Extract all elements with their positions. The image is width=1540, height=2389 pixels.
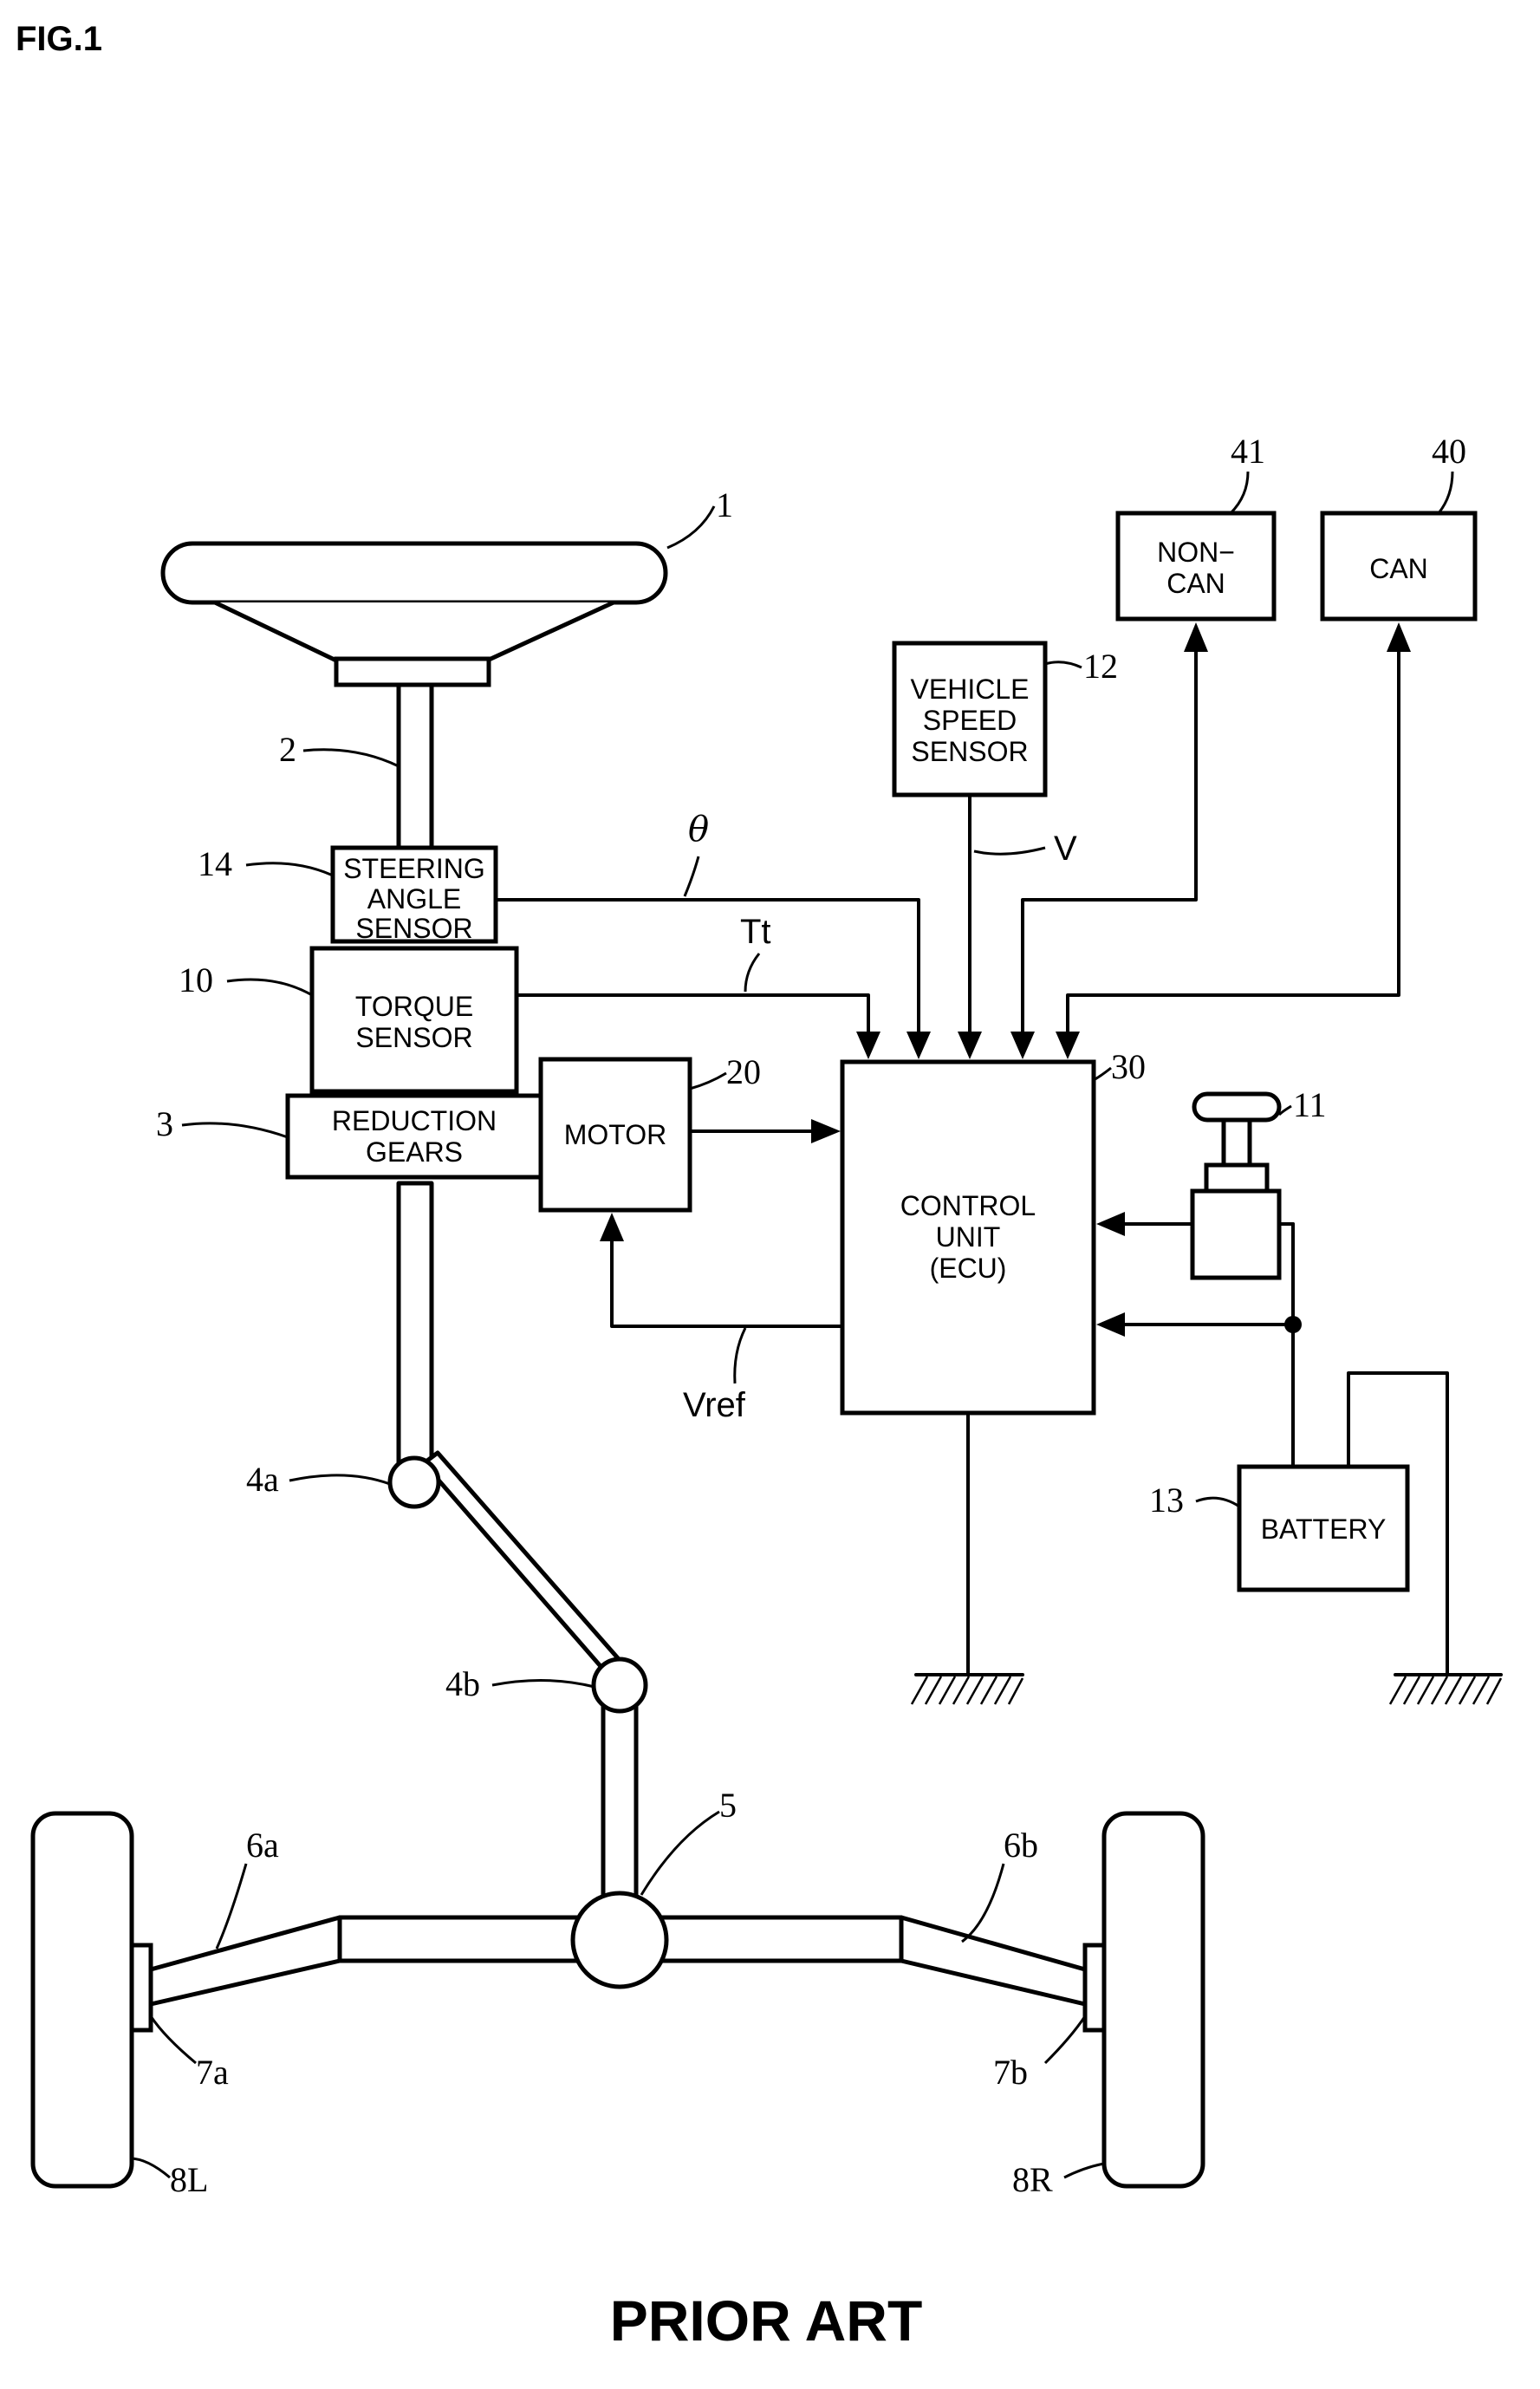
vehicle-speed-sensor-line1: VEHICLE (911, 674, 1030, 705)
battery: BATTERY (1239, 1467, 1407, 1590)
steering-angle-sensor-line1: STEERING (343, 853, 485, 884)
pinion-shaft (603, 1697, 636, 1898)
vehicle-speed-sensor-line3: SENSOR (911, 736, 1028, 767)
ref-30: 30 (1111, 1047, 1146, 1086)
arrow-battery (1096, 1312, 1125, 1337)
can-block: CAN (1322, 513, 1475, 619)
arrow-v (958, 1032, 982, 1059)
universal-joint-4b (594, 1659, 646, 1711)
ref-11: 11 (1293, 1085, 1327, 1124)
tie-rod-6b (901, 1917, 1085, 2004)
non-can-line (1023, 652, 1196, 1032)
ref-14: 14 (198, 844, 232, 883)
theta-line (496, 900, 919, 1032)
reduction-gears-line2: GEARS (366, 1136, 463, 1168)
non-can-line1: NON− (1157, 537, 1235, 568)
ref-41: 41 (1231, 432, 1265, 471)
ref-5: 5 (719, 1786, 737, 1825)
battery-label: BATTERY (1261, 1513, 1387, 1545)
arrow-non-can-in (1010, 1032, 1035, 1059)
ref-4b: 4b (445, 1664, 480, 1703)
steering-wheel-spokes (215, 602, 614, 661)
vref-line (612, 1241, 842, 1326)
ground-symbol-ecu (912, 1675, 1023, 1704)
ref-6b: 6b (1004, 1826, 1038, 1865)
ref-4a: 4a (246, 1460, 279, 1499)
junction-dot (1284, 1316, 1302, 1333)
steering-angle-sensor-line2: ANGLE (367, 883, 461, 915)
figure-label: FIG.1 (16, 20, 102, 58)
ref-6a: 6a (246, 1826, 279, 1865)
arrow-tt (856, 1032, 880, 1059)
control-unit-ecu: CONTROL UNIT (ECU) (842, 1062, 1094, 1413)
torque-sensor: TORQUE SENSOR (312, 948, 517, 1091)
arrow-motor-to-ecu (811, 1119, 841, 1143)
ref-12: 12 (1083, 647, 1118, 686)
control-unit-line3: (ECU) (930, 1253, 1007, 1284)
ignition-key-icon (1192, 1094, 1279, 1278)
ref-13: 13 (1149, 1481, 1184, 1520)
universal-joint-4a (390, 1458, 439, 1507)
tie-rod-6a (151, 1917, 340, 2004)
speed-signal-leader (974, 848, 1045, 854)
torque-line (517, 995, 868, 1032)
steering-hub (336, 659, 489, 685)
theta-label: θ (688, 810, 709, 849)
vref-signal-leader (735, 1328, 745, 1383)
hub-7b (1085, 1945, 1104, 2030)
column-shaft-upper (399, 685, 432, 848)
ref-7a: 7a (196, 2053, 229, 2092)
vehicle-speed-sensor-line2: SPEED (923, 705, 1017, 736)
arrow-theta (906, 1032, 931, 1059)
speed-signal-label: V (1054, 830, 1077, 868)
arrow-to-can (1387, 622, 1411, 652)
ref-7b: 7b (993, 2053, 1028, 2092)
ref-1: 1 (716, 485, 733, 524)
motor: MOTOR (541, 1059, 690, 1210)
vref-signal-label: Vref (683, 1386, 746, 1424)
ref-40: 40 (1432, 432, 1466, 471)
vehicle-speed-sensor: VEHICLE SPEED SENSOR (894, 643, 1045, 795)
reduction-gears-line1: REDUCTION (332, 1105, 497, 1136)
hub-7a (132, 1945, 151, 2030)
column-shaft-lower (399, 1183, 432, 1474)
theta-leader (685, 856, 699, 896)
pinion-gear (573, 1893, 666, 1987)
can-label: CAN (1369, 553, 1428, 584)
reduction-gears: REDUCTION GEARS (288, 1096, 541, 1177)
steering-wheel (163, 544, 666, 602)
non-can-line2: CAN (1166, 568, 1225, 599)
ground-symbol-battery (1390, 1675, 1501, 1704)
road-wheel-right (1104, 1813, 1203, 2186)
intermediate-shaft (424, 1453, 631, 1685)
ref-3: 3 (156, 1104, 173, 1143)
ref-2: 2 (279, 730, 296, 769)
arrow-can-in (1056, 1032, 1080, 1059)
control-unit-line2: UNIT (936, 1221, 1001, 1253)
motor-label: MOTOR (564, 1119, 667, 1150)
torque-sensor-line1: TORQUE (355, 991, 473, 1022)
ref-10: 10 (179, 960, 213, 999)
arrow-to-non-can (1184, 622, 1208, 652)
prior-art-caption: PRIOR ART (610, 2288, 923, 2353)
ref-8R: 8R (1012, 2160, 1053, 2199)
torque-signal-leader (745, 954, 759, 992)
steering-angle-sensor-line3: SENSOR (355, 913, 472, 944)
can-line (1068, 652, 1399, 1032)
steering-angle-sensor: STEERING ANGLE SENSOR (333, 848, 496, 944)
ref-20: 20 (726, 1052, 761, 1091)
torque-signal-label: Tt (740, 913, 771, 951)
non-can-block: NON− CAN (1118, 513, 1274, 619)
ref-8L: 8L (170, 2160, 208, 2199)
arrow-ignition (1096, 1212, 1125, 1236)
control-unit-line1: CONTROL (900, 1190, 1036, 1221)
torque-sensor-line2: SENSOR (355, 1022, 472, 1053)
arrow-vref (600, 1213, 624, 1241)
road-wheel-left (33, 1813, 132, 2186)
